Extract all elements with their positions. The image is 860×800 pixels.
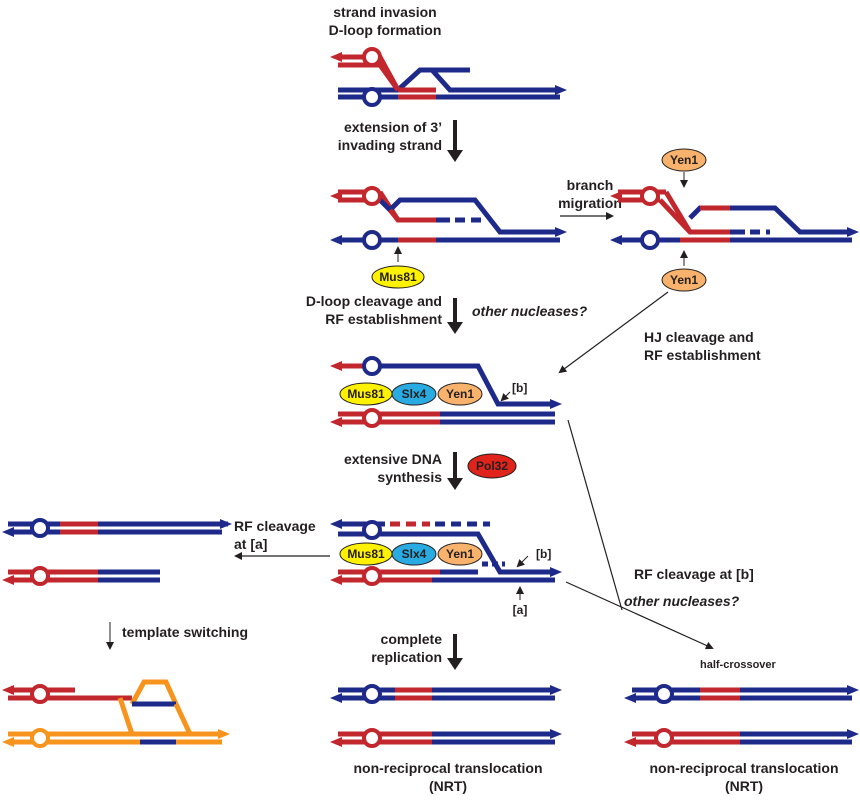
- svg-text:Slx4: Slx4: [402, 387, 427, 401]
- label-hj-cleavage: HJ cleavage and: [644, 329, 754, 345]
- label-template-switching: template switching: [122, 624, 248, 640]
- label-synthesis: synthesis: [377, 469, 442, 485]
- down-arrow-4: [447, 658, 463, 670]
- slx4-badge-1: Slx4: [391, 382, 437, 406]
- dloop-structure: [330, 47, 567, 107]
- label-strand-invasion: strand invasion: [333, 4, 436, 20]
- svg-text:Mus81: Mus81: [347, 547, 385, 561]
- branch-migration-structure: [610, 186, 859, 250]
- label-rf-establishment-1: RF establishment: [325, 311, 442, 327]
- svg-text:Pol32: Pol32: [476, 459, 508, 473]
- label-rf-cleavage: RF cleavage: [234, 518, 316, 534]
- label-replication: replication: [371, 649, 442, 665]
- label-half-crossover: half-crossover: [700, 659, 777, 671]
- svg-text:Yen1: Yen1: [446, 547, 474, 561]
- template-switch-structure: [2, 679, 230, 748]
- yen1-badge-fork: Yen1: [437, 382, 483, 406]
- label-rf-cleavage-b: RF cleavage at [b]: [634, 566, 754, 582]
- extended-fork-structure: [330, 519, 562, 586]
- down-arrow-1: [447, 150, 463, 162]
- label-invading-strand: invading strand: [338, 137, 442, 153]
- label-extension: extension of 3’: [344, 119, 442, 135]
- mus81-badge-3: Mus81: [339, 542, 393, 566]
- label-branch: branch: [567, 177, 614, 193]
- replication-fork-structure: [330, 356, 562, 428]
- svg-text:Slx4: Slx4: [402, 547, 427, 561]
- label-extensive-dna: extensive DNA: [344, 451, 442, 467]
- right-nrt-products: [624, 684, 859, 748]
- svg-text:Yen1: Yen1: [670, 153, 698, 167]
- label-nrt-right: non-reciprocal translocation: [649, 760, 838, 776]
- mus81-badge-1: Mus81: [371, 265, 425, 289]
- svg-text:Mus81: Mus81: [379, 270, 417, 284]
- left-cleaved-products: [2, 518, 232, 586]
- yen1-badge-fork-2: Yen1: [437, 542, 483, 566]
- label-dloop-cleavage: D-loop cleavage and: [306, 293, 442, 309]
- marker-b-2: [b]: [536, 547, 551, 561]
- label-nrt-center-abbr: (NRT): [429, 778, 467, 794]
- yen1-badge-bottom: Yen1: [661, 268, 707, 292]
- down-arrow-2: [447, 322, 463, 334]
- mus81-badge-2: Mus81: [339, 382, 393, 406]
- svg-text:Yen1: Yen1: [446, 387, 474, 401]
- down-arrow-3: [447, 478, 463, 490]
- extension-structure: [330, 186, 567, 250]
- label-rf-establishment-2: RF establishment: [644, 347, 761, 363]
- svg-text:Yen1: Yen1: [670, 273, 698, 287]
- label-complete: complete: [381, 631, 443, 647]
- center-nrt-products: [330, 684, 562, 748]
- label-nrt-right-abbr: (NRT): [725, 778, 763, 794]
- svg-text:Mus81: Mus81: [347, 387, 385, 401]
- label-other-nucleases-1: other nucleases?: [472, 303, 588, 319]
- label-other-nucleases-2: other nucleases?: [624, 593, 740, 609]
- pol32-badge: Pol32: [467, 453, 517, 479]
- marker-b-1: [b]: [512, 381, 527, 395]
- slx4-badge-2: Slx4: [391, 542, 437, 566]
- label-dloop-formation: D-loop formation: [329, 22, 442, 38]
- yen1-badge-top: Yen1: [661, 148, 707, 172]
- label-at-a: at [a]: [234, 536, 267, 552]
- marker-a: [a]: [513, 603, 528, 617]
- label-nrt-center: non-reciprocal translocation: [353, 760, 542, 776]
- label-migration: migration: [558, 195, 622, 211]
